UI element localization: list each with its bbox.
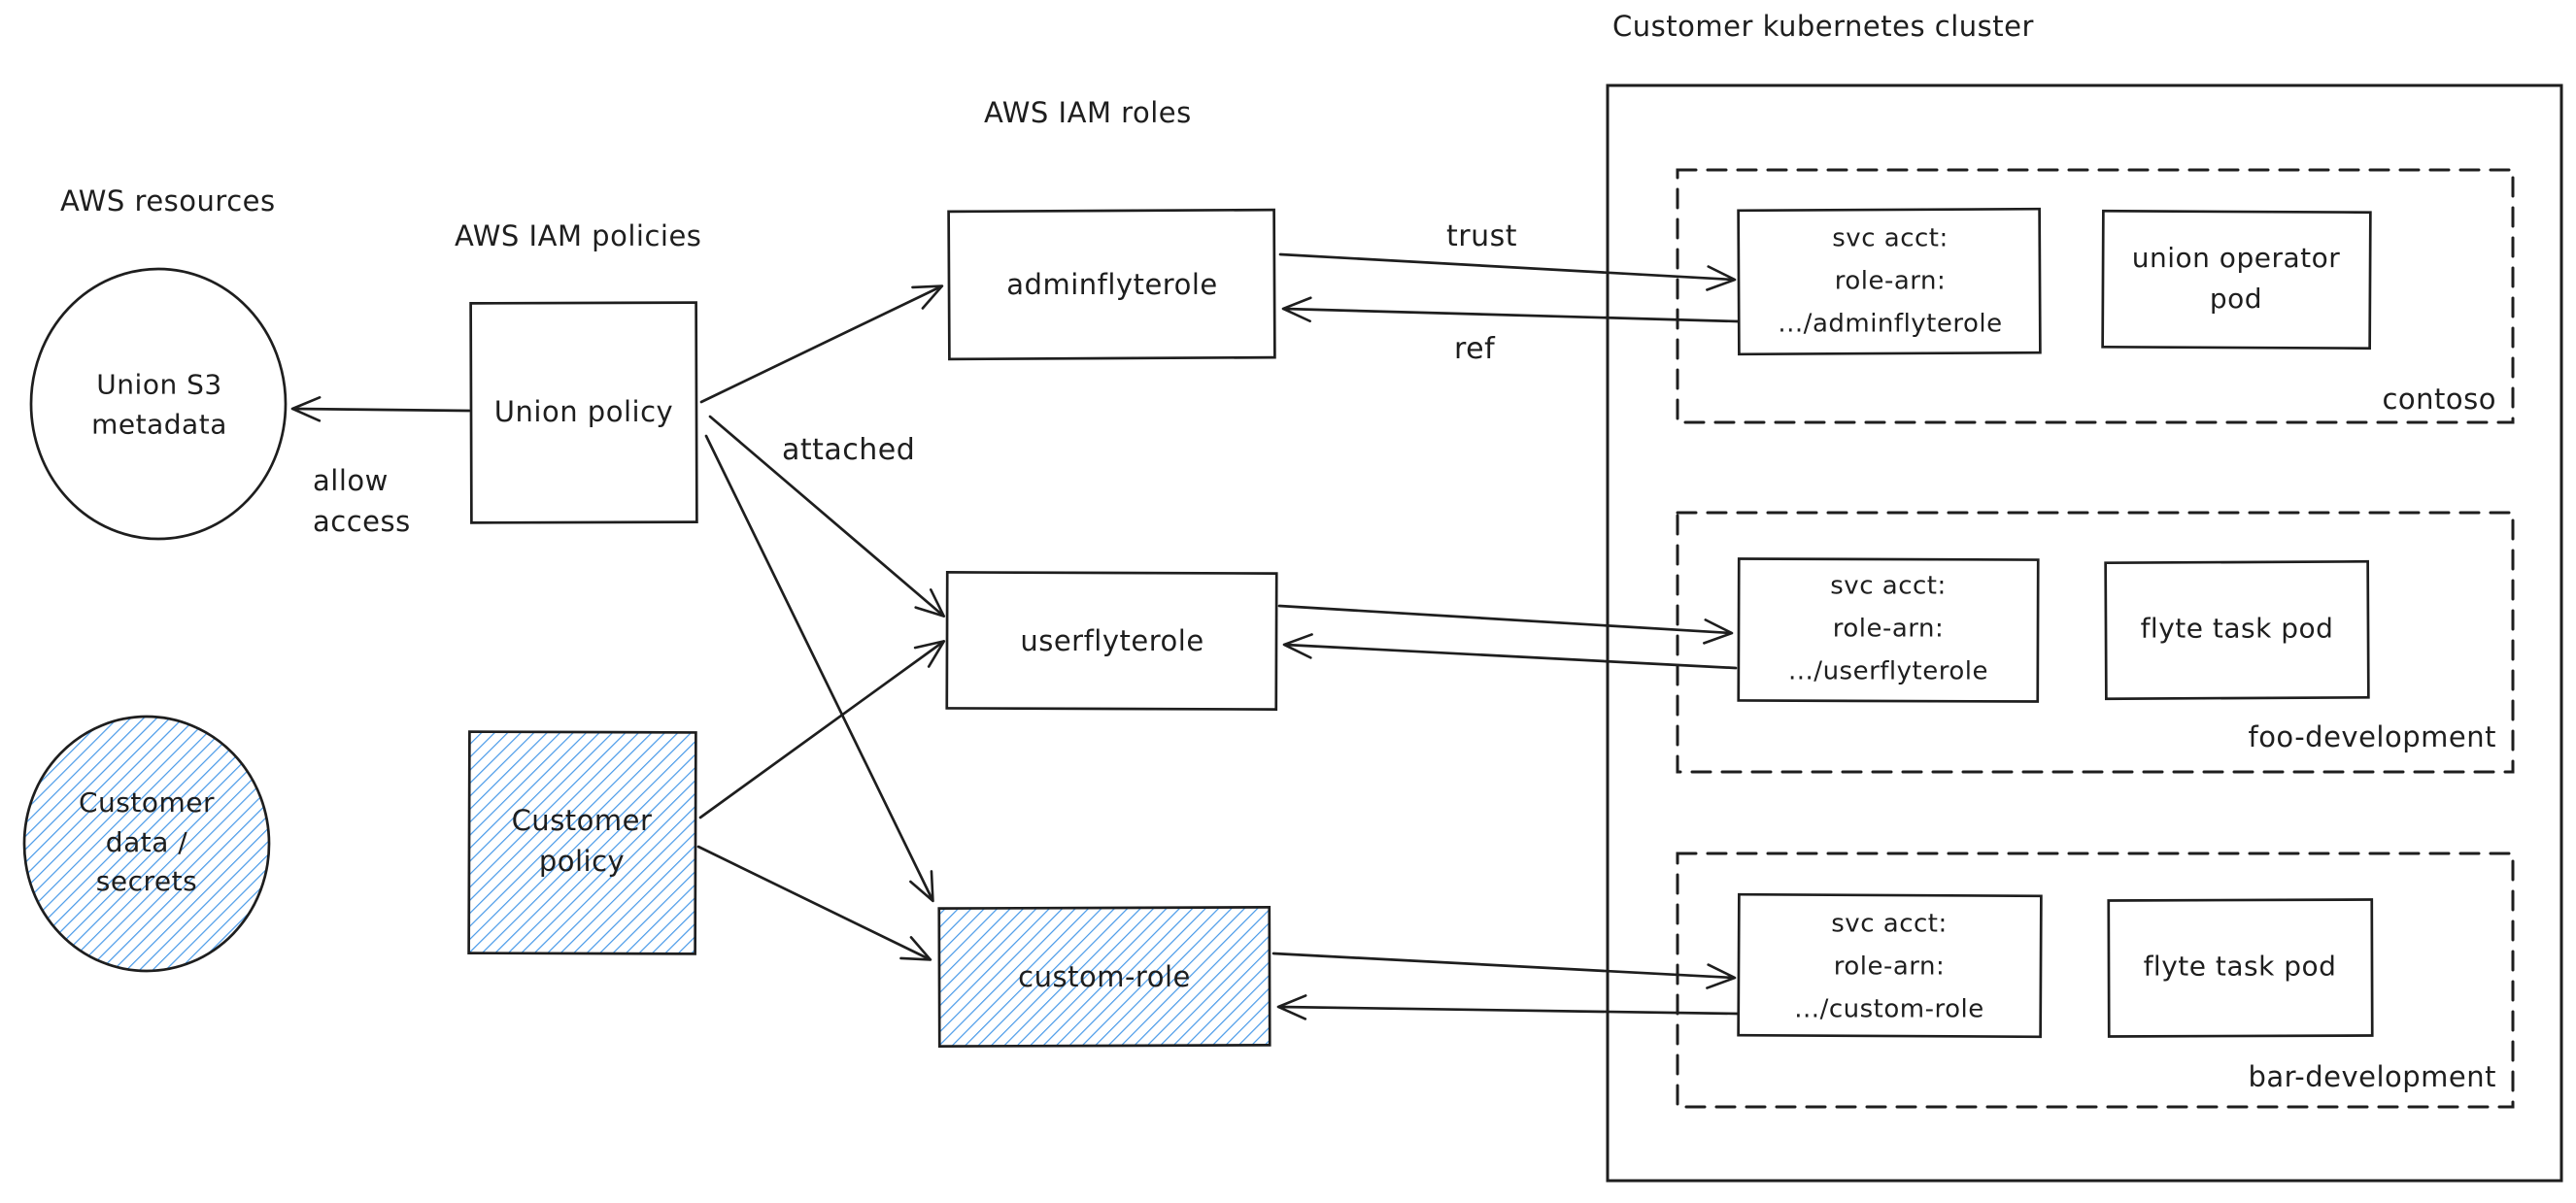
arrow-union-policy-custom-role: [704, 434, 934, 903]
union-operator-pod-label: union operator pod: [2131, 242, 2341, 315]
arrow-allow-access: [290, 395, 471, 422]
cluster-title: Customer kubernetes cluster: [1612, 10, 2034, 43]
arrow-trust-foo: [1277, 604, 1734, 645]
svc-acct-userflyterole-box: [1737, 557, 2040, 703]
namespace-contoso-box: [1676, 168, 2515, 424]
svc-acct-custom-role-label: svc acct: role-arn: .../custom-role: [1794, 909, 1984, 1025]
arrow-customer-policy-custom-role: [696, 845, 932, 961]
aws-iam-roles-label: AWS IAM roles: [984, 96, 1192, 129]
customer-policy-box: [467, 730, 697, 955]
trust-label: trust: [1446, 219, 1518, 253]
customer-data-circle: [22, 715, 271, 973]
arrow-attached-userflyterole: [708, 415, 946, 618]
namespace-contoso-label: contoso: [2382, 383, 2496, 416]
userflyterole-box: [945, 571, 1278, 711]
flyte-task-pod-bar-label: flyte task pod: [2143, 950, 2337, 983]
userflyterole-label: userflyterole: [1020, 623, 1204, 657]
namespace-foo-development-label: foo-development: [2248, 720, 2496, 753]
union-s3-circle: [29, 267, 288, 541]
flyte-task-pod-foo-box: [2104, 559, 2370, 701]
adminflyterole-label: adminflyterole: [1006, 267, 1218, 301]
arrow-ref-contoso: [1281, 296, 1740, 323]
aws-iam-policies-label: AWS IAM policies: [455, 219, 702, 252]
namespace-bar-development-box: [1676, 852, 2515, 1109]
union-operator-pod-box: [2101, 209, 2372, 351]
customer-policy-label: Customer policy: [511, 803, 653, 878]
svc-acct-custom-role-box: [1737, 892, 2043, 1039]
custom-role-box: [937, 906, 1271, 1048]
arrow-ref-foo: [1282, 633, 1738, 670]
namespace-bar-development-label: bar-development: [2248, 1060, 2496, 1093]
adminflyterole-box: [947, 208, 1276, 361]
svc-acct-adminflyterole-label: svc acct: role-arn: .../adminflyterole: [1778, 223, 2003, 340]
allow-access-label: allow access: [313, 464, 411, 539]
arrow-customer-policy-userflyterole: [698, 640, 946, 819]
flyte-task-pod-bar-box: [2107, 898, 2374, 1038]
svc-acct-adminflyterole-box: [1737, 207, 2042, 356]
customer-data-secrets-label: Customer data / secrets: [78, 786, 216, 898]
union-policy-box: [469, 301, 698, 524]
attached-label: attached: [782, 433, 916, 467]
union-s3-metadata-label: Union S3 metadata: [91, 368, 227, 440]
ref-label: ref: [1454, 332, 1496, 366]
arrow-attached-adminflyterole: [699, 284, 944, 404]
arrow-trust-bar: [1271, 952, 1737, 989]
arrow-trust-contoso: [1278, 252, 1737, 291]
namespace-foo-development-box: [1676, 511, 2515, 774]
union-policy-label: Union policy: [493, 394, 674, 428]
aws-resources-label: AWS resources: [60, 184, 276, 217]
svc-acct-userflyterole-label: svc acct: role-arn: .../userflyterole: [1788, 571, 1988, 687]
arrow-ref-bar: [1276, 994, 1740, 1020]
flyte-task-pod-foo-label: flyte task pod: [2140, 612, 2334, 645]
custom-role-label: custom-role: [1018, 959, 1191, 993]
